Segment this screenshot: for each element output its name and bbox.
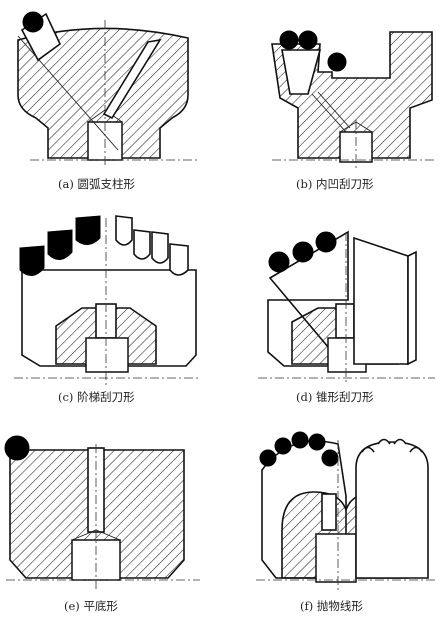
- caption-f-label: (f): [300, 599, 314, 613]
- panel-c-cutter-1: [19, 245, 45, 276]
- panel-a-slot: [102, 38, 162, 120]
- caption-d-name: 锥形刮刀形: [316, 390, 374, 404]
- panel-c-diagram: [14, 215, 200, 385]
- panel-c-cutter-3: [75, 215, 101, 245]
- panel-f-cutter-1: [259, 449, 277, 467]
- panel-a-diagram: [17, 11, 200, 168]
- panel-b-groove-2: [317, 91, 351, 129]
- caption-e-name: 平底形: [83, 599, 118, 613]
- caption-c: (c) 阶梯刮刀形: [58, 389, 135, 405]
- panel-f-blade: [355, 441, 429, 579]
- panel-f-nozzle: [321, 493, 337, 531]
- panel-f-blade-teeth: [361, 438, 423, 453]
- caption-e-label: (e): [64, 599, 80, 613]
- panel-c-cutter-6: [151, 231, 169, 264]
- caption-b: (b) 内凹刮刀形: [296, 176, 374, 192]
- caption-f-name: 抛物线形: [316, 599, 363, 613]
- panel-a-guide-line: [17, 35, 119, 151]
- panel-e-cutter: [4, 435, 30, 461]
- panel-d-blade-edge: [407, 250, 417, 366]
- panel-d-cutter-3: [315, 231, 337, 253]
- caption-e: (e) 平底形: [64, 598, 118, 614]
- caption-a-label: (a): [58, 177, 74, 191]
- panel-d-cutter-2: [292, 241, 314, 263]
- panel-f-cutter-4: [308, 433, 326, 451]
- panel-d-cutter-1: [268, 251, 290, 273]
- panel-b-cutter-2: [298, 30, 318, 50]
- panel-d-diagram: [258, 230, 435, 385]
- caption-a: (a) 圆弧支柱形: [58, 176, 135, 192]
- panel-b-groove-1: [311, 93, 347, 133]
- panel-f-cutter-2: [274, 437, 292, 455]
- caption-d-label: (d): [296, 390, 313, 404]
- panel-b-cutter-1: [279, 30, 299, 50]
- panel-d-nozzle: [335, 303, 355, 339]
- panel-b-cutter-3: [327, 52, 347, 72]
- panel-c-cutter-4: [115, 215, 133, 246]
- panel-a-cutter: [22, 11, 44, 33]
- caption-d: (d) 锥形刮刀形: [296, 389, 374, 405]
- caption-b-label: (b): [296, 177, 313, 191]
- panel-c-cutter-7: [169, 243, 189, 276]
- panel-e-diagram: [4, 435, 200, 592]
- panel-b-blade: [281, 49, 322, 95]
- caption-b-name: 内凹刮刀形: [316, 177, 374, 191]
- panel-d-blade: [353, 236, 409, 365]
- panel-f-bore: [315, 533, 357, 583]
- caption-c-name: 阶梯刮刀形: [77, 390, 135, 404]
- panel-f-cutter-5: [321, 449, 339, 467]
- panel-f-cutter-3: [291, 431, 309, 449]
- panel-c-bore: [85, 337, 129, 373]
- panel-f-diagram: [256, 431, 435, 592]
- panel-c-cutter-2: [47, 229, 73, 260]
- panel-b-diagram: [271, 30, 435, 168]
- caption-a-name: 圆弧支柱形: [77, 177, 136, 191]
- panel-c-cutter-5: [133, 229, 151, 260]
- caption-f: (f) 抛物线形: [300, 598, 363, 614]
- caption-c-label: (c): [58, 390, 74, 404]
